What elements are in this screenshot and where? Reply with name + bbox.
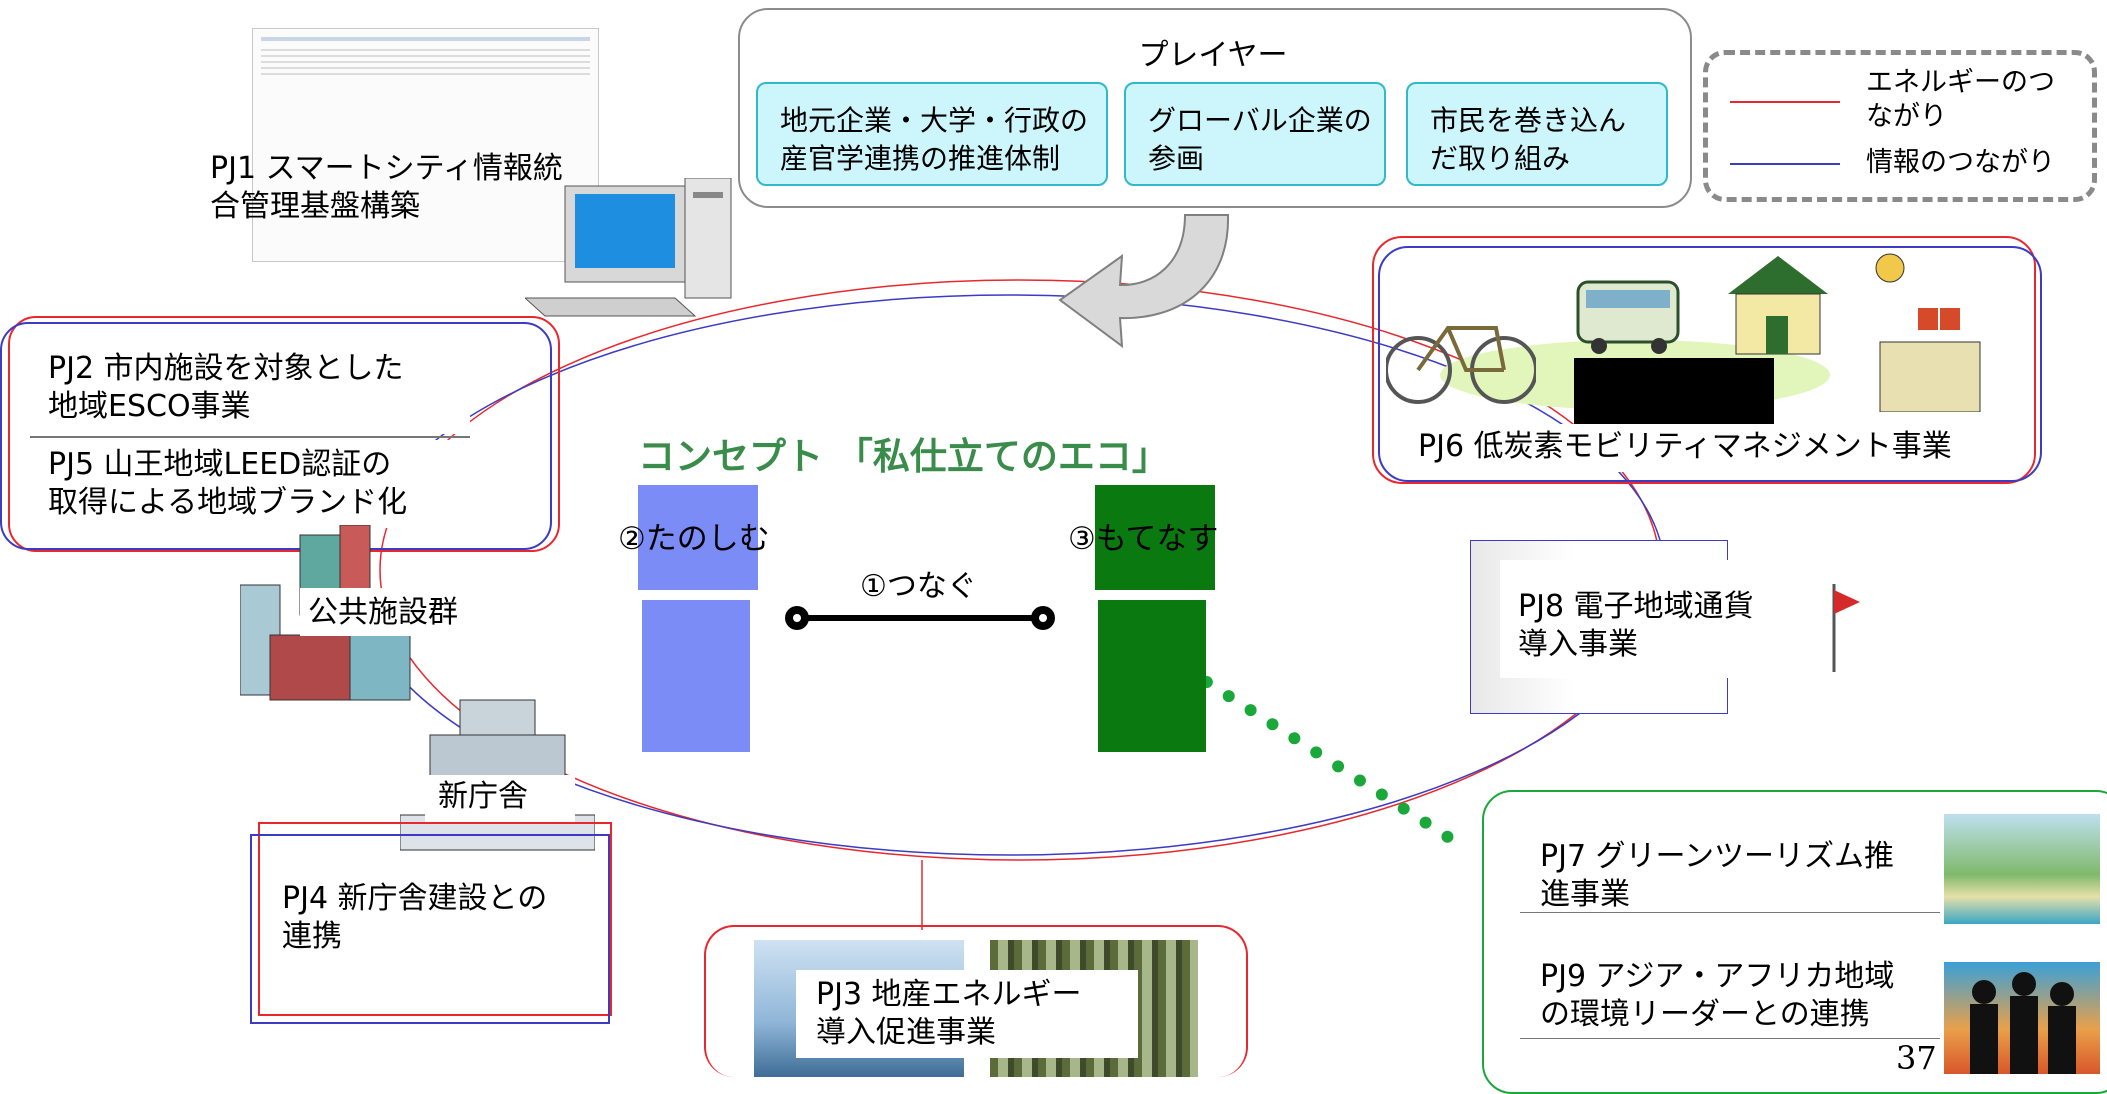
pj8-flag-icon	[1832, 584, 1860, 672]
pj4-panel	[268, 870, 598, 970]
pj2-line2: 地域ESCO事業	[48, 389, 251, 424]
pj2-label: PJ2 市内施設を対象とした 地域ESCO事業	[48, 350, 404, 426]
page-number: 37	[1896, 1039, 1937, 1077]
pj3-line2: 導入促進事業	[816, 1015, 996, 1050]
pj9-line1: PJ9 アジア・アフリカ地域	[1540, 959, 1895, 994]
pj1-dashboard-screenshot	[252, 28, 599, 262]
pj3-line1: PJ3 地産エネルギー	[816, 977, 1082, 1012]
players-title: プレイヤー	[1138, 38, 1288, 73]
player-item-line1: 地元企業・大学・行政の	[780, 104, 1089, 137]
tanoshimu-block-bottom	[642, 600, 750, 752]
pj2-divider	[30, 436, 470, 438]
pj3-panel	[796, 970, 1138, 1058]
legend-energy-line2: ながり	[1866, 101, 1947, 132]
legend	[1703, 50, 2097, 202]
legend-energy-label: エネルギーのつ ながり	[1866, 66, 2055, 134]
pj5-line2: 取得による地域ブランド化	[48, 485, 408, 520]
pj9-divider	[1520, 1038, 1940, 1039]
pj3-frame	[704, 925, 1248, 1077]
player-item-line1: グローバル企業の	[1148, 104, 1372, 137]
computer-icon	[525, 178, 732, 317]
green-dotted-connector	[1179, 662, 1471, 854]
public-facilities-panel	[300, 588, 505, 636]
pj6-panel	[1408, 424, 2008, 472]
pj1-line2: 合管理基盤構築	[210, 189, 420, 224]
public-facilities-label: 公共施設群	[308, 595, 458, 630]
flag-icon	[1875, 253, 1981, 412]
pj4-line2: 連携	[282, 919, 342, 954]
pj9-label: PJ9 アジア・アフリカ地域 の環境リーダーとの連携	[1540, 958, 1894, 1034]
pj6-energy-frame	[1372, 236, 2036, 484]
concept-title: コンセプト 「私仕立てのエコ」	[638, 435, 1169, 478]
pj1-line1: PJ1 スマートシティ情報統	[210, 151, 563, 186]
pj7-line2: 進事業	[1540, 877, 1630, 912]
player-industry-academia-government: 地元企業・大学・行政の 産官学連携の推進体制	[756, 82, 1108, 186]
pj4-info-frame	[250, 834, 610, 1024]
player-citizens: 市民を巻き込ん だ取り組み	[1406, 82, 1668, 186]
pj5-panel	[30, 440, 470, 528]
pj7-line1: PJ7 グリーンツーリズム推	[1540, 839, 1895, 874]
business-people-icon	[1944, 962, 2100, 1074]
player-item-line2: だ取り組み	[1430, 142, 1571, 175]
pj6-info-frame	[1378, 246, 2042, 482]
pj4-energy-frame	[258, 822, 612, 1016]
pj2-pj5-energy-frame	[8, 316, 560, 552]
pj2-line1: PJ2 市内施設を対象とした	[48, 351, 404, 386]
motenasu-block-bottom	[1098, 600, 1206, 752]
bus-icon	[1576, 280, 1680, 354]
new-office-label: 新庁舎	[438, 779, 528, 814]
pj9-line2: の環境リーダーとの連携	[1540, 997, 1870, 1032]
pj2-panel	[30, 344, 470, 434]
pj1-label: PJ1 スマートシティ情報統 合管理基盤構築	[210, 150, 563, 226]
pj7-divider	[1520, 912, 1940, 913]
pj4-label: PJ4 新庁舎建設との 連携	[282, 880, 547, 956]
coast-landscape-icon	[1944, 814, 2100, 924]
tanoshimu-label: ②たのしむ	[618, 521, 770, 557]
player-item-line1: 市民を巻き込ん	[1430, 104, 1627, 137]
pj8-label: PJ8 電子地域通貨 導入事業	[1518, 588, 1754, 664]
pj5-line1: PJ5 山王地域LEED認証の	[48, 447, 392, 482]
legend-energy-line1: エネルギーのつ	[1866, 67, 2055, 98]
pj2-pj5-info-frame	[0, 322, 552, 550]
pj8-line1: PJ8 電子地域通貨	[1518, 589, 1754, 624]
pj4-line1: PJ4 新庁舎建設との	[282, 881, 548, 916]
new-office-panel	[425, 775, 575, 823]
legend-lines	[1730, 101, 1840, 165]
pj7-label: PJ7 グリーンツーリズム推 進事業	[1540, 838, 1894, 914]
pj8-line2: 導入事業	[1518, 627, 1638, 662]
motenasu-block-top	[1095, 485, 1215, 590]
bicycle-icon	[1386, 326, 1536, 404]
pj3-label: PJ3 地産エネルギー 導入促進事業	[816, 976, 1082, 1052]
pj6-label: PJ6 低炭素モビリティマネジメント事業	[1418, 429, 1952, 464]
pj8-panel	[1500, 560, 1800, 678]
tanoshimu-block-top	[638, 485, 758, 590]
player-global-companies: グローバル企業の 参画	[1124, 82, 1386, 186]
station-icon	[1728, 256, 1828, 355]
player-item-line2: 参画	[1148, 142, 1205, 175]
legend-info-label: 情報のつながり	[1866, 147, 2055, 178]
curved-arrow-icon	[1058, 214, 1230, 349]
pj5-label: PJ5 山王地域LEED認証の 取得による地域ブランド化	[48, 446, 407, 522]
tsunagu-label: ①つなぐ	[860, 569, 977, 604]
player-item-line2: 産官学連携の推進体制	[780, 142, 1061, 175]
motenasu-label: ③もてなす	[1068, 521, 1219, 557]
